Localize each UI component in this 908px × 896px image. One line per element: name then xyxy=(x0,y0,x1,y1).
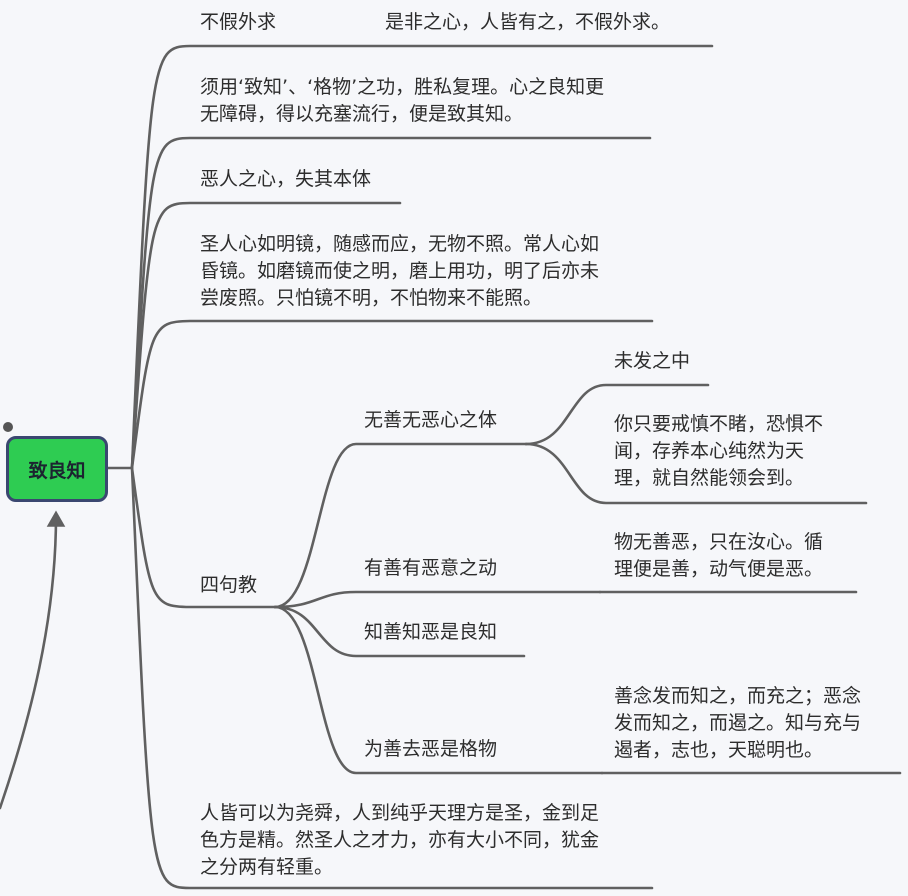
connector-b3 xyxy=(130,201,402,470)
connector-b2 xyxy=(130,136,652,470)
sentence-1-child-1[interactable]: 未发之中 xyxy=(614,350,691,372)
connector-b1 xyxy=(130,44,714,470)
connector-s2 xyxy=(273,590,602,609)
sentence-2-child-1[interactable]: 物无善恶，只在汝心。循 理便是善，动气便是恶。 xyxy=(614,531,824,580)
connector-s1c1 xyxy=(524,383,710,446)
branch-b1-detail[interactable]: 是非之心，人皆有之，不假外求。 xyxy=(385,11,671,33)
branch-b6[interactable]: 人皆可以为尧舜，人到纯乎天理方是圣，金到足 色方是精。然圣人之才力，亦有大小不同… xyxy=(200,802,600,878)
sentence-2[interactable]: 有善有恶意之动 xyxy=(364,557,498,579)
branch-b2[interactable]: 须用‘致知’、‘格物’之功，胜私复理。心之良知更 无障碍，得以充塞流行，便是致其… xyxy=(200,76,605,125)
connector-s1c2 xyxy=(524,442,868,505)
sentence-1[interactable]: 无善无恶心之体 xyxy=(364,409,498,431)
sentence-4-child-1[interactable]: 善念发而知之，而充之；恶念 发而知之，而遏之。知与充与 遏者，志也，天聪明也。 xyxy=(614,685,862,761)
branch-b1-title[interactable]: 不假外求 xyxy=(200,11,277,33)
root-node[interactable]: 致良知 xyxy=(6,436,108,502)
loop-arrow xyxy=(0,514,58,810)
sentence-3[interactable]: 知善知恶是良知 xyxy=(364,621,498,643)
sentence-1-child-2[interactable]: 你只要戒慎不睹，恐惧不 闻，存养本心纯然为天 理，就自然能领会到。 xyxy=(614,413,824,489)
root-label: 致良知 xyxy=(28,459,86,482)
connector-b5 xyxy=(130,466,277,609)
connector-b6 xyxy=(130,466,654,890)
branch-b5[interactable]: 四句教 xyxy=(200,574,258,596)
connector-b4 xyxy=(130,319,654,470)
branch-b4[interactable]: 圣人心如明镜，随感而应，无物不照。常人心如 昏镜。如磨镜而使之明，磨上用功，明了… xyxy=(200,233,600,309)
branch-b3[interactable]: 恶人之心，失其本体 xyxy=(200,168,372,190)
loop-dot xyxy=(3,422,13,432)
sentence-4[interactable]: 为善去恶是格物 xyxy=(364,738,498,760)
loop-arrowhead xyxy=(46,510,66,527)
connector-s4 xyxy=(273,605,604,775)
connector-s1 xyxy=(273,442,528,609)
connector-s3 xyxy=(273,605,526,658)
